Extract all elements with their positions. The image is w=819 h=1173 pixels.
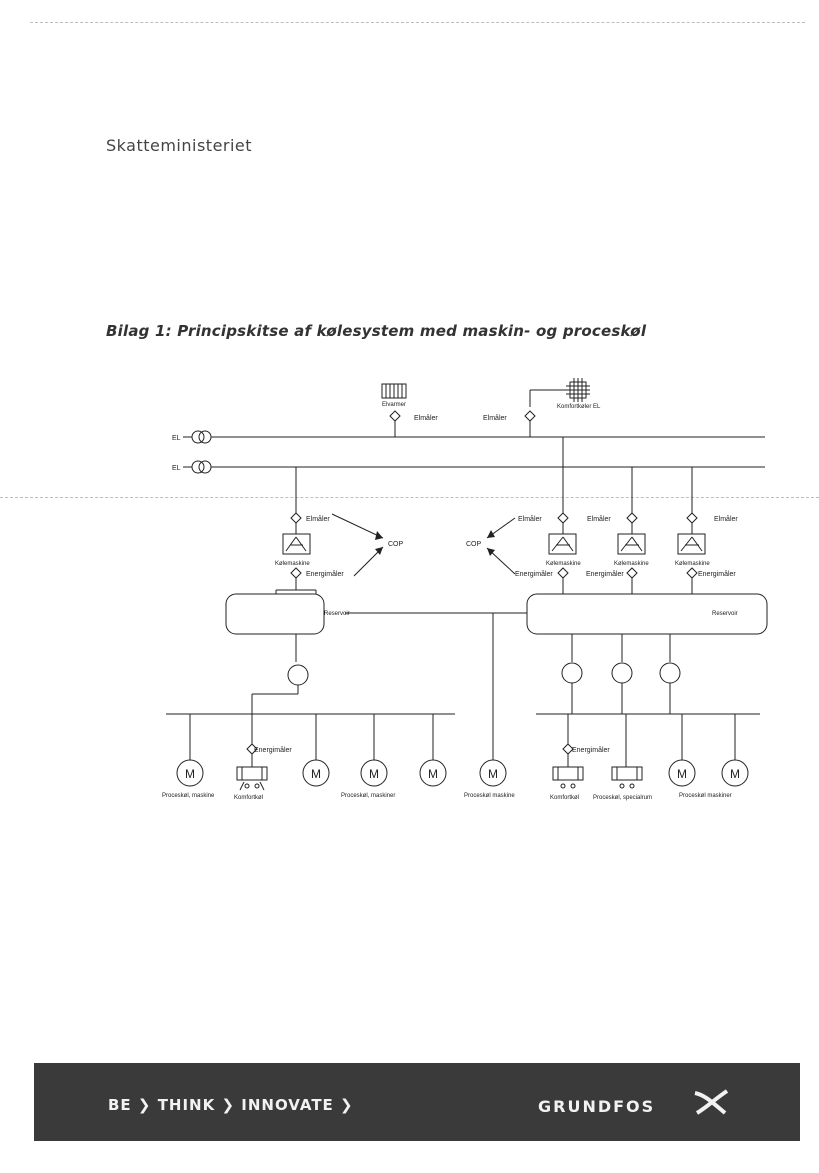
elmaaler-diamond-r1 bbox=[557, 512, 569, 524]
motor-4 bbox=[419, 759, 447, 787]
motor-7 bbox=[721, 759, 749, 787]
elmaaler-label-top-2: Elmåler bbox=[483, 414, 507, 422]
reservoir-left bbox=[225, 593, 325, 635]
elvarmer-label: Elvarmer bbox=[382, 402, 406, 408]
reservoir-label-right: Reservoir bbox=[712, 611, 738, 617]
pump-r3 bbox=[659, 662, 681, 684]
footer-brand: GRUNDFOS bbox=[538, 1097, 656, 1116]
energimaaler-label-r1: Energimåler bbox=[515, 570, 553, 578]
pump-r1 bbox=[561, 662, 583, 684]
elmaaler-diamond-r2 bbox=[626, 512, 638, 524]
motor-5-label: M bbox=[488, 767, 498, 781]
motor-4-label: M bbox=[428, 767, 438, 781]
energimaaler-diamond-left bbox=[290, 567, 302, 579]
energimaaler-diamond-r2 bbox=[626, 567, 638, 579]
pump-left bbox=[287, 664, 309, 686]
cooling-system-diagram: EL EL Elvarmer Elmåler Komfortkøler EL E… bbox=[162, 378, 768, 801]
motor-1 bbox=[176, 759, 204, 787]
elmaaler-label-top-1: Elmåler bbox=[414, 414, 438, 422]
elmaaler-label-r2: Elmåler bbox=[587, 515, 611, 523]
motor-1-label: M bbox=[185, 767, 195, 781]
reservoir-label-left: Reservoir bbox=[324, 611, 350, 617]
motor-5 bbox=[479, 759, 507, 787]
reservoir-right bbox=[526, 593, 768, 635]
energimaaler-diamond-r3 bbox=[686, 567, 698, 579]
energimaaler-label-r2: Energimåler bbox=[586, 570, 624, 578]
koelemaskine-label-r1: Kølemaskine bbox=[546, 561, 581, 567]
motor-7-label: M bbox=[730, 767, 740, 781]
motor-6 bbox=[668, 759, 696, 787]
scan-divider bbox=[0, 497, 819, 498]
energimaaler-label-left: Energimåler bbox=[306, 570, 344, 578]
energimaaler-label-r3: Energimåler bbox=[698, 570, 736, 578]
label-proceskoel-maskiner-left: Proceskøl, maskiner bbox=[341, 793, 395, 799]
pump-r2 bbox=[611, 662, 633, 684]
transformer-2 bbox=[191, 460, 205, 474]
label-proceskoel-maskiner-right: Proceskøl maskiner bbox=[679, 793, 732, 799]
motor-3-label: M bbox=[369, 767, 379, 781]
proceskoel-specialrum-unit bbox=[611, 766, 643, 781]
koelemaskine-label-r3: Kølemaskine bbox=[675, 561, 710, 567]
elmaaler-label-r3: Elmåler bbox=[714, 515, 738, 523]
motor-2 bbox=[302, 759, 330, 787]
komfortkoeler-label: Komfortkøler EL bbox=[557, 404, 601, 410]
el-label-1: EL bbox=[172, 435, 181, 442]
elmaaler-label-r1: Elmåler bbox=[518, 515, 542, 523]
motor-2-label: M bbox=[311, 767, 321, 781]
koelemaskine-r2 bbox=[617, 533, 646, 555]
document-title: Bilag 1: Principskitse af kølesystem med… bbox=[106, 322, 647, 340]
koelemaskine-label-r2: Kølemaskine bbox=[614, 561, 649, 567]
top-divider bbox=[30, 22, 805, 23]
elmaaler-diamond-top-1 bbox=[389, 410, 401, 422]
koelemaskine-left bbox=[282, 533, 311, 555]
grundfos-logo-icon bbox=[694, 1089, 729, 1115]
elmaaler-diamond-top-2 bbox=[524, 410, 536, 422]
transformer-2b bbox=[198, 460, 212, 474]
komfortkoel-unit-left bbox=[236, 766, 268, 781]
motor-3 bbox=[360, 759, 388, 787]
label-komfortkoel-right: Komfortkøl bbox=[550, 795, 579, 801]
ministry-name: Skatteministeriet bbox=[106, 136, 253, 155]
elmaaler-diamond-r3 bbox=[686, 512, 698, 524]
label-proceskoel-maskine-mid: Proceskøl maskine bbox=[464, 793, 515, 799]
energimaaler-label-bottom-right: Energimåler bbox=[572, 746, 610, 754]
energimaaler-diamond-r1 bbox=[557, 567, 569, 579]
el-label-2: EL bbox=[172, 465, 181, 472]
koelemaskine-r3 bbox=[677, 533, 706, 555]
elmaaler-diamond-left bbox=[290, 512, 302, 524]
label-proceskoel-specialrum: Proceskøl, specialrum bbox=[593, 795, 652, 801]
cop-label-right: COP bbox=[466, 541, 482, 548]
label-komfortkoel-left: Komfortkøl bbox=[234, 795, 263, 801]
footer-slogan: BE ❯ THINK ❯ INNOVATE ❯ bbox=[108, 1096, 354, 1114]
elmaaler-label-left: Elmåler bbox=[306, 515, 330, 523]
energimaaler-label-bottom-left: Energimåler bbox=[254, 746, 292, 754]
koelemaskine-label-left: Kølemaskine bbox=[275, 561, 310, 567]
koelemaskine-r1 bbox=[548, 533, 577, 555]
cop-label-left: COP bbox=[388, 541, 404, 548]
footer-banner: BE ❯ THINK ❯ INNOVATE ❯ GRUNDFOS bbox=[34, 1063, 800, 1141]
transformer-1b bbox=[198, 430, 212, 444]
transformer-1 bbox=[191, 430, 205, 444]
motor-6-label: M bbox=[677, 767, 687, 781]
komfortkoel-unit-right bbox=[552, 766, 584, 781]
label-proceskoel-maskine: Proceskøl, maskine bbox=[162, 793, 215, 799]
